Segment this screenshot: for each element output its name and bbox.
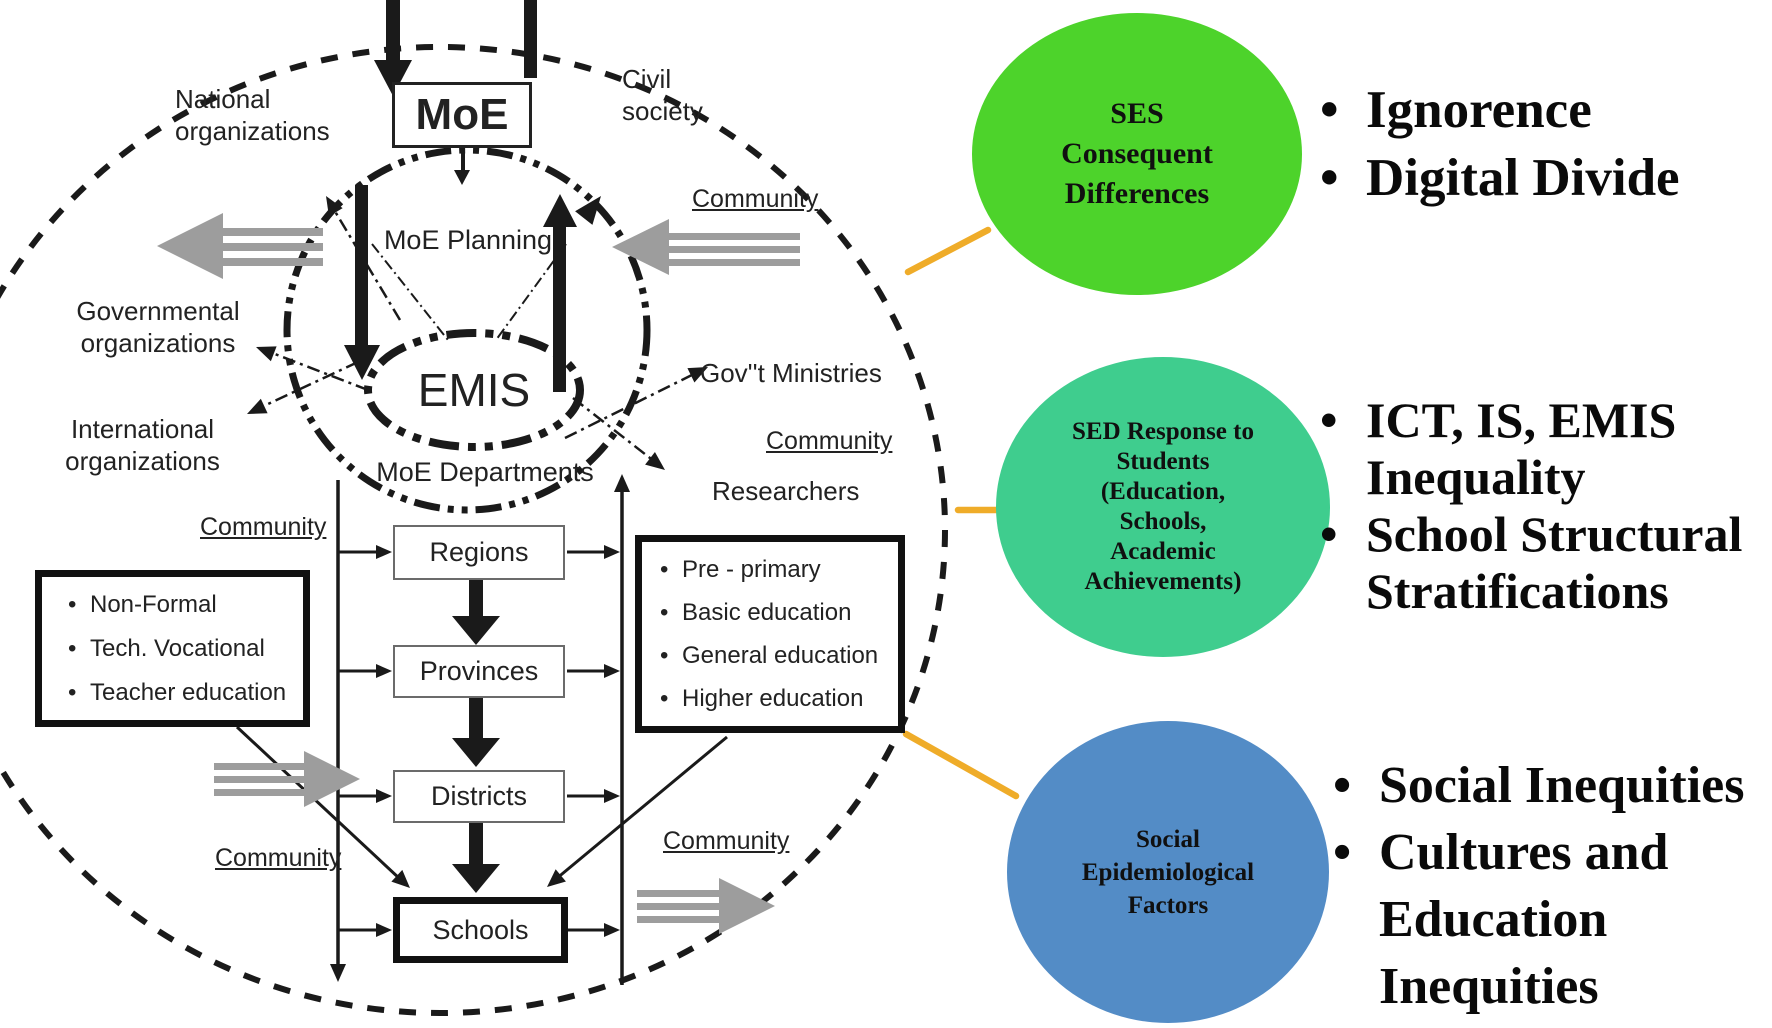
community-label-left-bottom: Community [215, 844, 342, 872]
distribution-lines-icon [330, 474, 630, 985]
social-epidemiological-circle: Social Epidemiological Factors [1007, 721, 1329, 1023]
circle-text-line: SED Response to [1072, 418, 1254, 445]
community-flow-arrow-right-bottom-icon [637, 878, 775, 934]
community-flow-arrow-right-top-icon [612, 219, 800, 275]
bullet-item: • School Structural Stratifications [1320, 506, 1743, 619]
list-item: Non-Formal [64, 583, 286, 627]
researchers-label: Researchers [712, 476, 860, 506]
sed-bullet-list: • ICT, IS, EMIS Inequality • School Stru… [1320, 392, 1742, 620]
regions-box: Regions [393, 525, 565, 580]
districts-box: Districts [393, 770, 565, 823]
governmental-organizations-label: Governmental organizations [76, 296, 240, 358]
schools-diagonal-arrows-icon [235, 725, 728, 888]
circle-text-line: Factors [1127, 891, 1209, 919]
civil-society-label: Civil society [622, 64, 703, 126]
community-label-top-right: Community [692, 185, 819, 213]
bullet-item: • Social Inequities [1333, 752, 1745, 819]
emis-radiating-arrows-icon [247, 196, 708, 470]
moe-planning-circle-icon [283, 146, 651, 514]
circle-text-line: Schools, [1119, 508, 1207, 535]
national-organizations-label: National organizations [175, 84, 330, 146]
list-item: Higher education [656, 677, 878, 720]
list-item: Pre - primary [656, 548, 878, 591]
list-item: Basic education [656, 591, 878, 634]
community-label-right-mid: Community [766, 427, 893, 455]
community-flow-arrow-left-bottom-icon [214, 751, 360, 807]
outer-dashed-circle-icon [0, 44, 948, 1016]
circle-text-line: Consequent [1061, 137, 1213, 170]
bullet-item: • Digital Divide [1320, 144, 1680, 212]
community-label-right-bottom: Community [663, 827, 790, 855]
planning-flow-bars-icon [344, 185, 601, 392]
list-item: General education [656, 634, 878, 677]
education-levels-box: Pre - primary Basic education General ed… [635, 535, 905, 733]
moe-to-planning-arrow-icon [454, 150, 470, 185]
circle-text-line: Differences [1064, 177, 1210, 210]
districts-label: Districts [431, 781, 527, 811]
community-flow-arrow-left-top-icon [157, 213, 323, 279]
bullet-item: • ICT, IS, EMIS Inequality [1320, 392, 1677, 505]
schools-label: Schools [432, 914, 529, 945]
bullet-dot-icon: • [1320, 81, 1339, 139]
moe-departments-label: MoE Departments [376, 457, 594, 487]
chain-down-arrows-icon [452, 580, 500, 893]
circle-text-line: (Education, [1100, 478, 1226, 505]
top-input-arrows-icon [374, 0, 537, 96]
circle-text-line: Academic [1110, 538, 1216, 565]
circle-text-line: Epidemiological [1081, 858, 1255, 886]
bullet-dot-icon: • [1320, 392, 1338, 448]
community-label-left-mid: Community [200, 513, 327, 541]
circle-text-line: Achievements) [1084, 568, 1242, 595]
moe-planning-label: MoE Planning [383, 225, 553, 255]
circle-text-line: Students [1116, 448, 1210, 475]
moe-label: MoE [415, 90, 509, 139]
regions-label: Regions [429, 537, 529, 567]
provinces-label: Provinces [419, 656, 539, 686]
non-formal-education-box: Non-Formal Tech. Vocational Teacher educ… [35, 570, 310, 727]
schools-box: Schools [393, 897, 568, 963]
bullet-dot-icon: • [1320, 149, 1339, 207]
ses-consequent-differences-circle: SES Consequent Differences [972, 13, 1302, 295]
circle-text-line: SES [1110, 97, 1164, 130]
bullet-item: • Cultures and Education Inequities [1333, 819, 1745, 1020]
international-organizations-label: International organizations [65, 414, 220, 476]
bullet-dot-icon: • [1320, 506, 1338, 562]
govt-ministries-label: Gov''t Ministries [700, 358, 882, 388]
chain-feed-arrows-icon [338, 545, 620, 937]
list-item: Tech. Vocational [64, 627, 286, 671]
bubble-connector-lines-icon [902, 226, 1020, 800]
provinces-box: Provinces [393, 645, 565, 698]
bullet-item: • Ignorence [1320, 76, 1680, 144]
planning-dashdot-links-icon [371, 243, 567, 341]
list-item: Teacher education [64, 671, 286, 715]
bullet-dot-icon: • [1333, 757, 1352, 814]
moe-box: MoE [392, 82, 532, 148]
circle-text-line: Social [1136, 825, 1200, 853]
emis-label: EMIS [417, 364, 531, 416]
ses-bullet-list: • Ignorence • Digital Divide [1320, 76, 1680, 212]
social-bullet-list: • Social Inequities • Cultures and Educa… [1333, 752, 1745, 1020]
sed-response-circle: SED Response to Students (Education, Sch… [996, 357, 1330, 657]
bullet-dot-icon: • [1333, 824, 1352, 881]
